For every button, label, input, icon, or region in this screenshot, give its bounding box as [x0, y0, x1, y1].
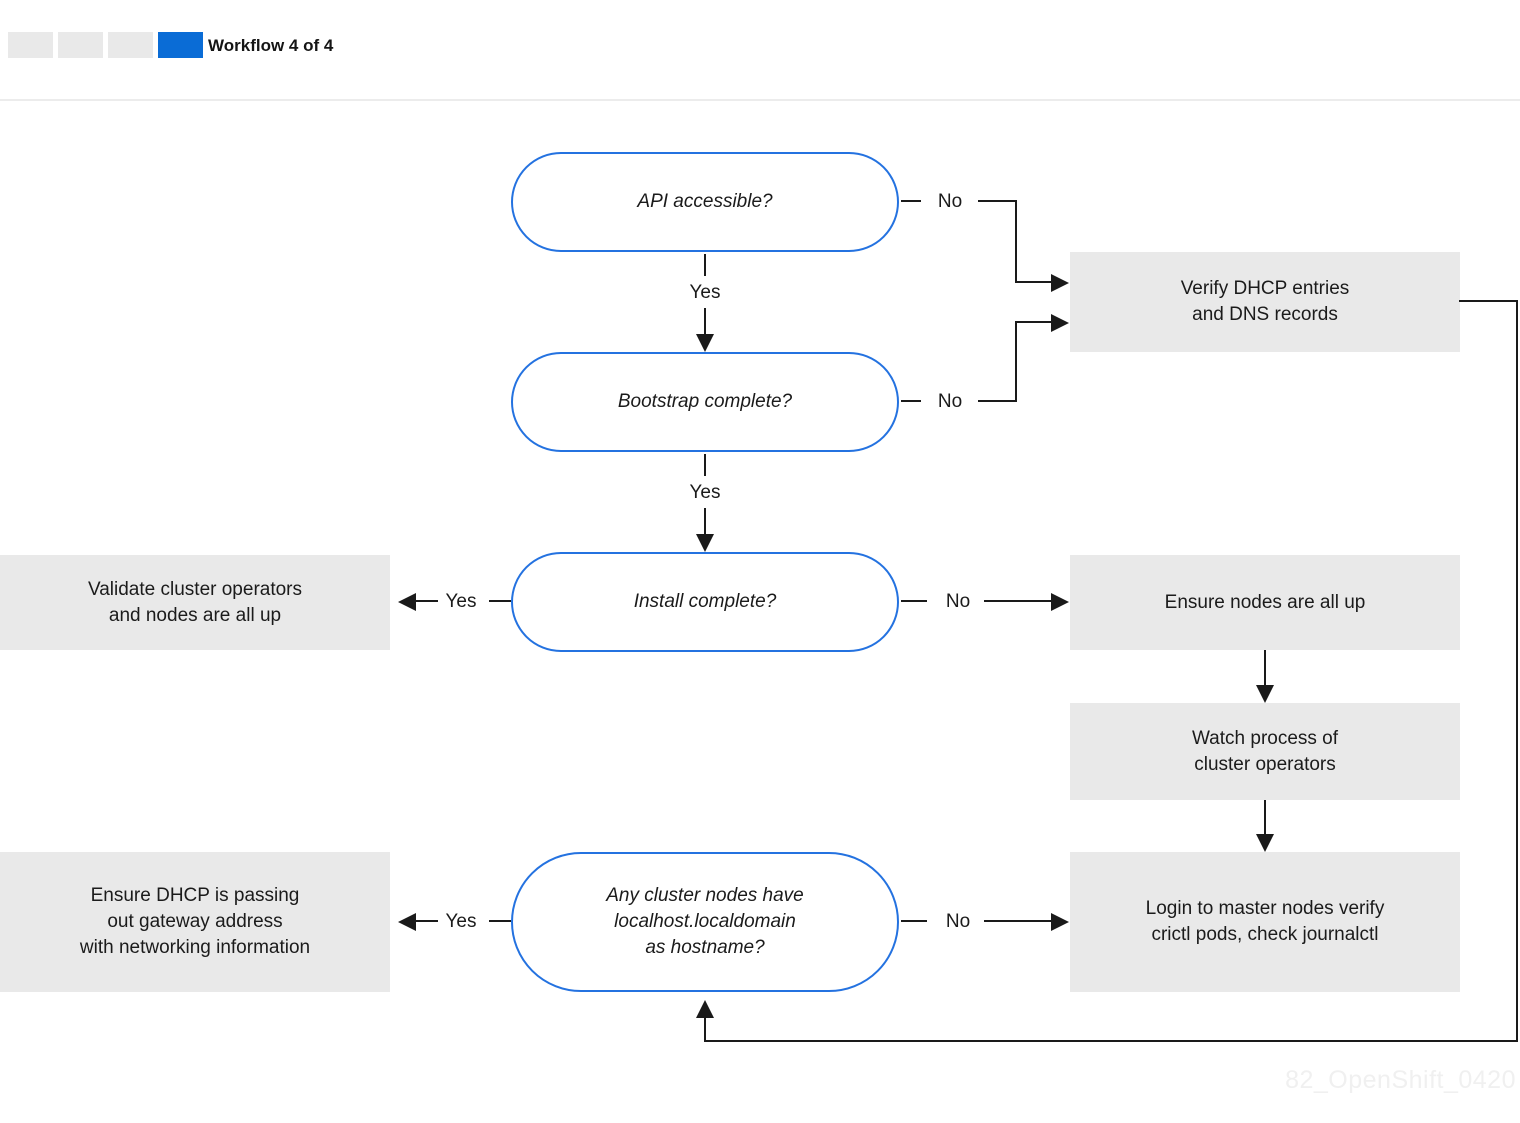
connector-bootstrap-yes-seg1 [704, 454, 706, 476]
decision-api-accessible: API accessible? [511, 152, 899, 252]
connector-loop-seg1 [1459, 300, 1518, 302]
connector-api-yes-seg2 [704, 308, 706, 334]
action-ensure-dhcp-gateway: Ensure DHCP is passing out gateway addre… [0, 852, 390, 992]
connector-watch-to-login [1264, 800, 1266, 835]
progress-step-1 [8, 32, 53, 58]
figure-watermark: 82_OpenShift_0420 [1285, 1066, 1516, 1094]
progress-step-3 [108, 32, 153, 58]
edge-label-hostname-yes: Yes [433, 908, 489, 936]
decision-install-complete: Install complete? [511, 552, 899, 652]
connector-bootstrap-no-seg3 [1015, 321, 1017, 402]
connector-api-no-seg3 [1015, 200, 1017, 283]
connector-bootstrap-no-seg2 [978, 400, 1017, 402]
edge-label-bootstrap-no: No [922, 388, 978, 416]
action-ensure-nodes-up: Ensure nodes are all up [1070, 555, 1460, 650]
connector-api-yes-seg1 [704, 254, 706, 276]
connector-hostname-yes-seg1 [487, 920, 511, 922]
decision-bootstrap-complete: Bootstrap complete? [511, 352, 899, 452]
connector-api-no-seg4 [1015, 281, 1051, 283]
progress-step-2 [58, 32, 103, 58]
connector-api-no-seg2 [978, 200, 1017, 202]
arrowhead-right-to-verify-dhcp-upper [1051, 274, 1069, 292]
connector-install-no-seg2 [984, 600, 1051, 602]
edge-label-install-no: No [930, 588, 986, 616]
connector-bootstrap-yes-seg2 [704, 508, 706, 534]
connector-loop-seg3 [704, 1040, 1518, 1042]
connector-hostname-yes-seg2 [416, 920, 438, 922]
connector-loop-seg4 [704, 1016, 706, 1042]
action-validate-cluster-operators: Validate cluster operators and nodes are… [0, 555, 390, 650]
arrowhead-left-to-validate-cluster [398, 593, 416, 611]
arrowhead-left-to-ensure-dhcp [398, 913, 416, 931]
connector-install-yes-seg2 [416, 600, 438, 602]
arrowhead-down-to-watch-process [1256, 685, 1274, 703]
arrowhead-right-to-login-master [1051, 913, 1069, 931]
connector-install-no-seg1 [901, 600, 927, 602]
connector-ensure-to-watch [1264, 650, 1266, 686]
edge-label-install-yes: Yes [433, 588, 489, 616]
workflow-title: Workflow 4 of 4 [208, 36, 334, 55]
action-watch-cluster-operators: Watch process of cluster operators [1070, 703, 1460, 800]
connector-hostname-no-seg2 [984, 920, 1051, 922]
edge-label-hostname-no: No [930, 908, 986, 936]
workflow-progress-indicator [8, 32, 203, 58]
decision-hostname-check: Any cluster nodes have localhost.localdo… [511, 852, 899, 992]
arrowhead-right-to-verify-dhcp-lower [1051, 314, 1069, 332]
arrowhead-down-to-install [696, 534, 714, 552]
arrowhead-right-to-ensure-nodes [1051, 593, 1069, 611]
connector-api-no-seg1 [901, 200, 921, 202]
edge-label-bootstrap-yes: Yes [677, 479, 733, 507]
edge-label-api-yes: Yes [677, 279, 733, 307]
action-verify-dhcp-dns: Verify DHCP entries and DNS records [1070, 252, 1460, 352]
connector-install-yes-seg1 [487, 600, 511, 602]
arrowhead-down-to-login-master [1256, 834, 1274, 852]
connector-loop-seg2 [1516, 300, 1518, 1042]
edge-label-api-no: No [922, 188, 978, 216]
connector-bootstrap-no-seg4 [1015, 321, 1051, 323]
arrowhead-down-to-bootstrap [696, 334, 714, 352]
connector-hostname-no-seg1 [901, 920, 927, 922]
header-divider [0, 99, 1520, 101]
action-login-master-nodes: Login to master nodes verify crictl pods… [1070, 852, 1460, 992]
progress-step-4-current [158, 32, 203, 58]
arrowhead-up-to-hostname-check [696, 1000, 714, 1018]
connector-bootstrap-no-seg1 [901, 400, 921, 402]
